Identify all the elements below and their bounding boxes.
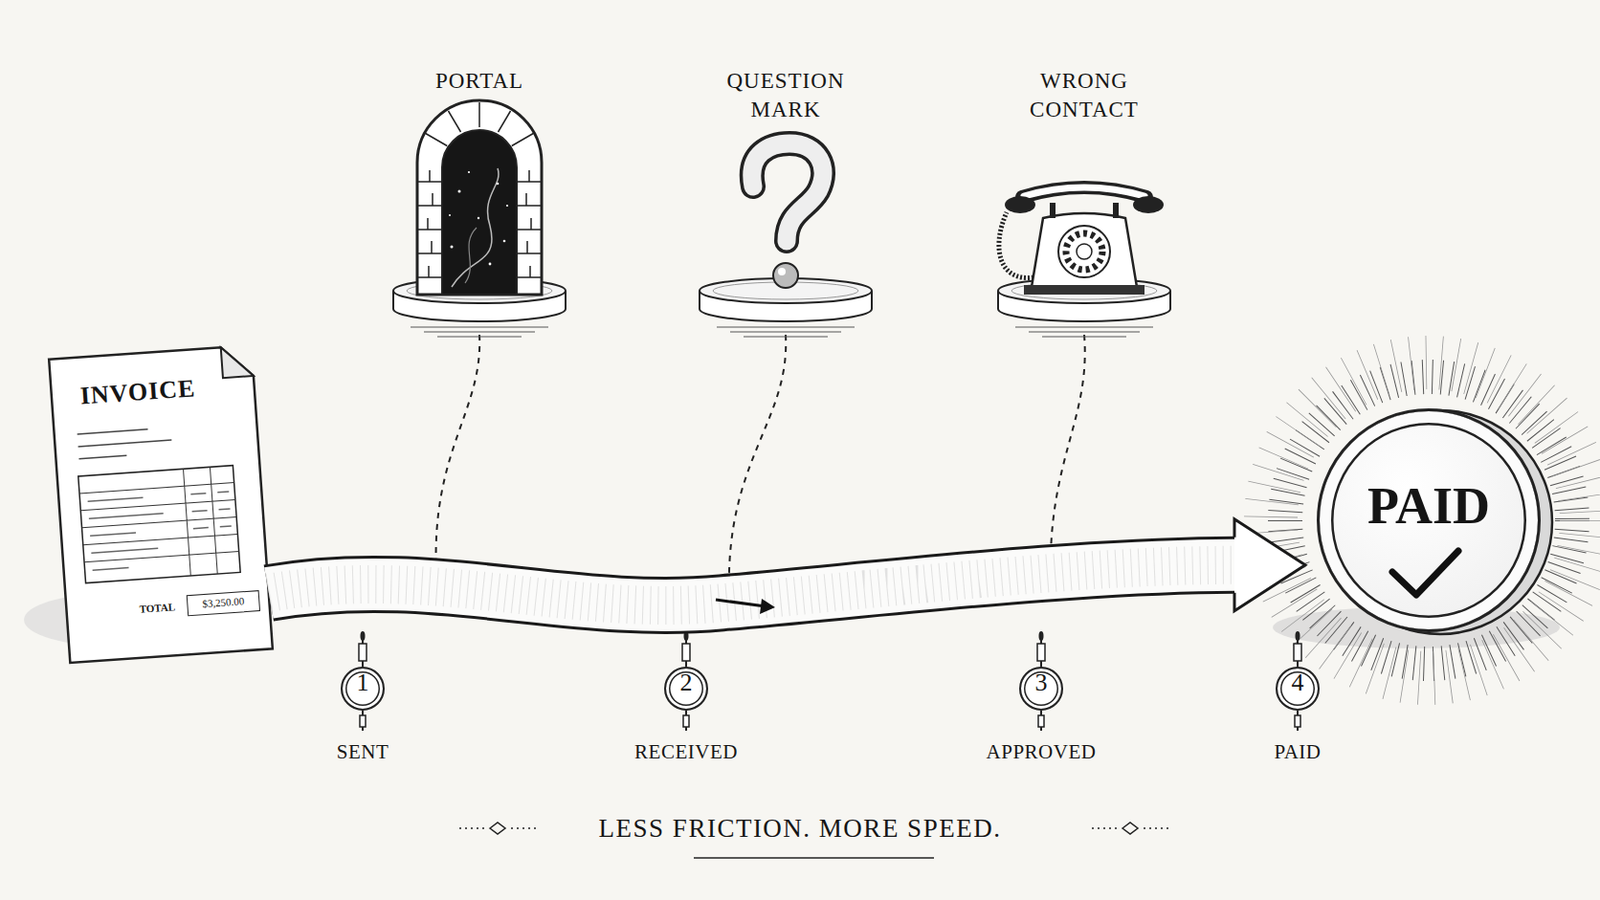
milestone-label: PAID xyxy=(1221,740,1375,764)
stone-arch xyxy=(417,100,542,295)
direction-arrowhead xyxy=(759,599,776,615)
friction-pedestal: WRONG CONTACT xyxy=(988,65,1180,335)
pedestal-label: WRONG CONTACT xyxy=(1012,66,1156,125)
arrowhead xyxy=(1234,519,1306,612)
phone-dial xyxy=(1058,225,1111,278)
callout-number: 4 xyxy=(1275,666,1320,712)
dial-holes xyxy=(1066,233,1103,270)
portal-stars xyxy=(448,171,509,267)
leader-line xyxy=(1050,334,1086,584)
question-fill xyxy=(752,143,823,242)
handset-earpiece xyxy=(1004,196,1036,214)
invoice-sheet xyxy=(48,345,273,664)
invoice-shadow xyxy=(23,593,206,647)
friction-pedestal: QUESTION MARK xyxy=(689,65,882,335)
question-mark-icon xyxy=(752,143,823,289)
milestone-label: RECEIVED xyxy=(609,740,763,764)
total-amount-box: $3,250.00 xyxy=(186,590,261,617)
star xyxy=(503,240,507,244)
milestone-marker: 3APPROVED xyxy=(964,666,1118,773)
caption-underline xyxy=(693,857,934,860)
question-dot xyxy=(773,263,799,289)
phone-base xyxy=(1023,285,1145,295)
question-stroke xyxy=(752,143,823,242)
total-label: TOTAL xyxy=(138,600,176,616)
pedestal xyxy=(998,278,1171,337)
milestone-marker: 2RECEIVED xyxy=(609,666,763,773)
document-title: INVOICE xyxy=(79,374,197,411)
invoice-document: INVOICE TOTAL $3,250.00 xyxy=(48,345,273,664)
pedestal-label: QUESTION MARK xyxy=(713,66,858,125)
caption-text: LESS FRICTION. MORE SPEED. xyxy=(0,811,1600,846)
portal-icon xyxy=(417,100,542,295)
portal-swirl xyxy=(465,227,477,284)
milestone-marker: 4PAID xyxy=(1221,666,1375,773)
invoice-page xyxy=(48,345,273,664)
phone-cord xyxy=(999,212,1034,278)
callout-number: 2 xyxy=(664,666,709,712)
caption-ornament xyxy=(459,827,536,830)
dial-center xyxy=(1076,244,1092,260)
arrow-band-texture xyxy=(268,565,1235,606)
caption-ornament xyxy=(1091,827,1169,830)
milestone-label: SENT xyxy=(286,740,440,764)
star xyxy=(496,182,500,186)
milestone-marker: 1SENT xyxy=(286,666,440,773)
telephone-icon xyxy=(999,187,1164,295)
page-fold xyxy=(221,345,254,378)
phone-cradle xyxy=(1052,202,1116,219)
star xyxy=(506,204,509,207)
leader-line xyxy=(729,334,786,594)
phone-body xyxy=(1030,213,1138,293)
portal-opening xyxy=(442,130,517,295)
caption-ornament xyxy=(489,822,506,835)
dot-highlight xyxy=(777,267,786,276)
stone-joints xyxy=(417,102,542,278)
handset-highlight xyxy=(1023,187,1145,197)
caption-ornament xyxy=(1122,822,1138,835)
coin-rays xyxy=(1285,377,1573,665)
star xyxy=(467,171,470,174)
pedestal-label: PORTAL xyxy=(407,66,552,96)
arrow-band-fill xyxy=(268,565,1235,606)
coin-rays xyxy=(1270,362,1587,679)
arrow-band-outline xyxy=(268,565,1235,606)
callout-number: 1 xyxy=(340,666,385,712)
star xyxy=(477,217,480,220)
pedestal xyxy=(393,278,566,337)
flow-arrow xyxy=(268,519,1306,612)
invoice-text-lines xyxy=(77,427,174,460)
pedestal xyxy=(699,278,872,337)
handset-mouthpiece xyxy=(1133,196,1164,214)
invoice-table xyxy=(78,466,241,584)
coin-label: PAID xyxy=(1319,476,1538,536)
star xyxy=(448,214,451,217)
portal-swirl xyxy=(451,168,499,288)
callout-number: 3 xyxy=(1019,666,1064,712)
star xyxy=(458,190,462,194)
paid-coin: PAID xyxy=(1316,408,1541,633)
leader-line xyxy=(436,334,481,575)
table-grid xyxy=(78,466,241,584)
handset xyxy=(1022,187,1147,198)
direction-arrow xyxy=(715,600,766,607)
star xyxy=(488,263,492,267)
amount-value: $3,250.00 xyxy=(187,591,260,615)
friction-pedestal: PORTAL xyxy=(383,65,576,335)
star xyxy=(450,245,454,249)
milestone-label: APPROVED xyxy=(964,740,1118,764)
table-entries xyxy=(88,491,235,571)
